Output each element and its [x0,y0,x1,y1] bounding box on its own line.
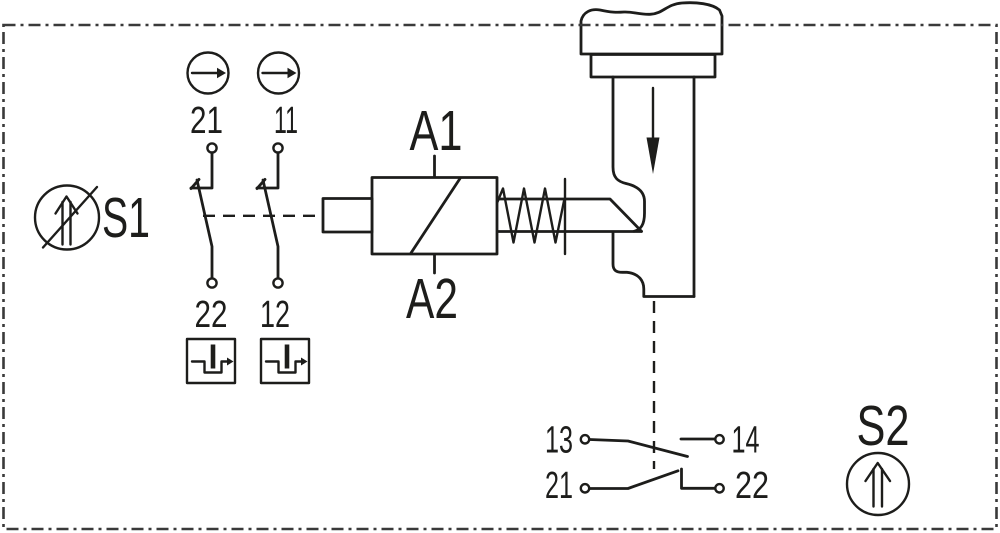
actuator-tongue [579,1,724,79]
actuator-flange [589,53,717,79]
contact-blade [195,178,214,280]
locking-shaft [611,75,696,298]
terminal-label-21: 21 [190,100,223,142]
terminal-13 [579,433,591,445]
s1-contact-21-22: 21 22 [185,51,237,385]
positive-opening-icon [259,337,311,385]
terminal-21b [579,482,591,494]
locking-bolt [495,177,643,256]
terminal-label-22b: 22 [735,465,769,507]
actuator-tongue-icon [579,1,724,56]
s2-contact-21-22: 21 22 [545,465,769,507]
solenoid-coil: A1 A2 [321,99,499,331]
terminal-label-11: 11 [274,100,298,142]
s2-contact-13-14: 13 14 [545,420,760,462]
terminal-14 [714,433,725,445]
enclosure-dashed-border [2,23,998,531]
contact-blade [588,469,680,490]
plunger-end [321,197,374,234]
terminal-22b [714,482,725,494]
positive-opening-icon [185,337,237,385]
terminal-12 [272,277,284,289]
coil-terminal-a1-label: A1 [410,99,463,163]
actuation-arrow-up-circle-icon [845,451,911,517]
contact-blade [261,178,280,280]
arrow-right-circle-icon [256,51,301,95]
return-spring-icon [495,177,567,256]
terminal-label-22: 22 [195,294,228,336]
s1-symbol: S1 [33,184,150,251]
coil-diagonal [409,177,462,255]
arrow-down-icon [646,86,660,174]
no-actuation-crossed-arrow-icon [33,184,101,251]
terminal-22 [206,277,218,289]
arrow-right-circle-icon [186,51,230,95]
terminal-label-13: 13 [545,420,573,462]
s2-symbol: S2 [845,394,911,517]
s2-label: S2 [857,394,910,458]
contact-blade [588,438,689,458]
terminal-label-14: 14 [732,420,760,462]
s1-contact-11-12: 11 12 [255,51,311,385]
coil-terminal-a2-label: A2 [406,267,458,331]
terminal-label-21b: 21 [545,465,573,507]
s1-label: S1 [102,186,150,250]
terminal-label-12: 12 [260,294,290,336]
